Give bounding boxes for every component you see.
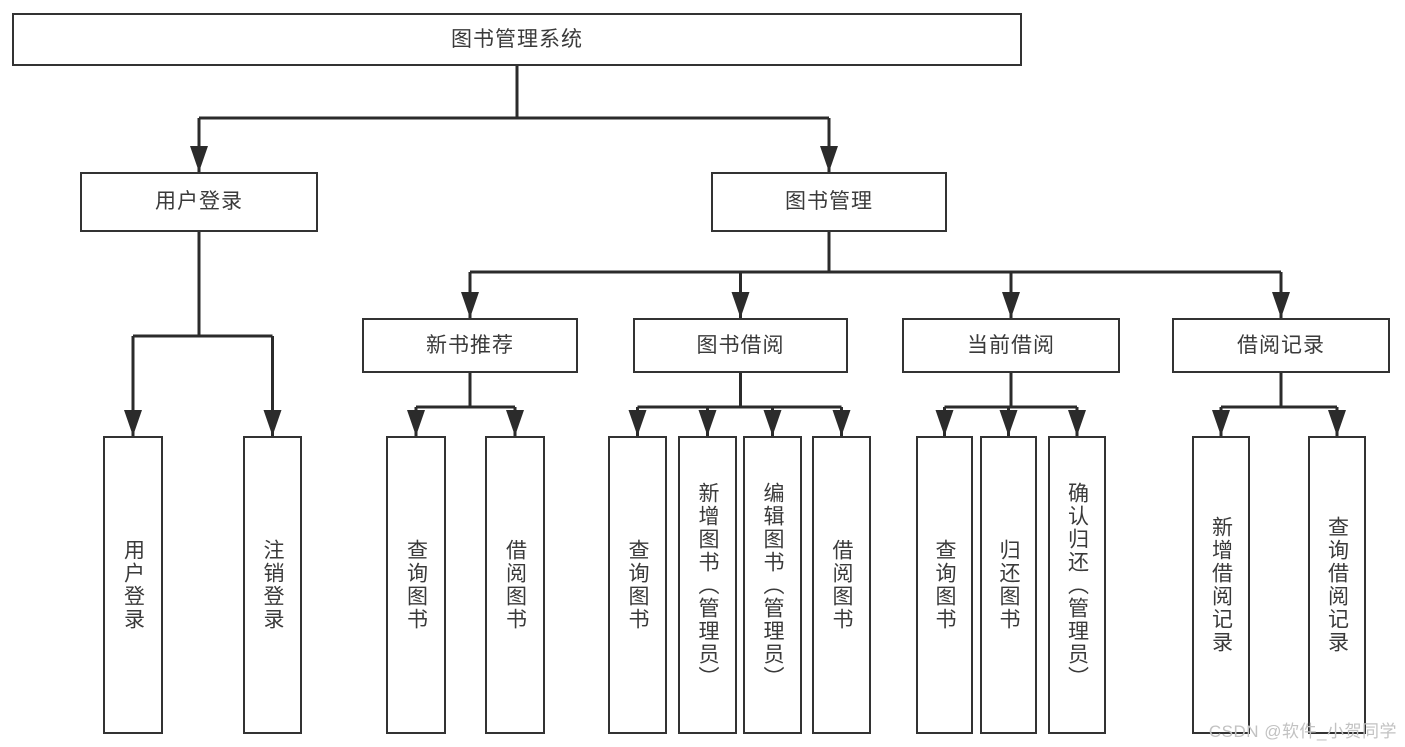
arrow-head-icon xyxy=(190,146,208,172)
arrow-head-icon xyxy=(820,146,838,172)
node-label: 借阅图书 xyxy=(503,539,527,631)
node-leaf-borrow-query-book[interactable]: 查询图书 xyxy=(608,436,667,734)
node-leaf-edit-book-admin[interactable]: 编辑图书（管理员） xyxy=(743,436,802,734)
node-new-book-rec[interactable]: 新书推荐 xyxy=(362,318,578,373)
node-label: 用户登录 xyxy=(121,539,145,631)
node-label: 注销登录 xyxy=(261,539,284,631)
arrow-head-icon xyxy=(124,410,142,436)
arrow-head-icon xyxy=(506,410,524,436)
node-label: 查询图书 xyxy=(626,539,649,631)
node-label: 借阅图书 xyxy=(830,539,853,631)
node-label: 查询图书 xyxy=(933,539,956,631)
arrow-head-icon xyxy=(731,292,750,318)
arrow-head-icon xyxy=(461,292,479,318)
arrow-head-icon xyxy=(263,410,282,436)
arrow-head-icon xyxy=(1002,292,1020,318)
node-leaf-cur-query-book[interactable]: 查询图书 xyxy=(916,436,973,734)
arrow-head-icon xyxy=(999,410,1018,436)
node-borrow-record[interactable]: 借阅记录 xyxy=(1172,318,1390,373)
watermark-text: CSDN @软件_小贺同学 xyxy=(1208,722,1397,741)
arrow-head-icon xyxy=(1272,292,1290,318)
node-label: 当前借阅 xyxy=(967,333,1055,357)
node-leaf-rec-query-book[interactable]: 查询图书 xyxy=(386,436,446,734)
node-label: 查询借阅记录 xyxy=(1325,516,1349,654)
node-leaf-add-book-admin[interactable]: 新增图书（管理员） xyxy=(678,436,737,734)
node-label: 图书管理系统 xyxy=(451,27,583,51)
arrow-head-icon xyxy=(935,410,954,436)
arrow-head-icon xyxy=(832,410,851,436)
arrow-head-icon xyxy=(1068,410,1086,436)
node-leaf-return-book[interactable]: 归还图书 xyxy=(980,436,1037,734)
node-label: 图书管理 xyxy=(785,190,873,214)
node-current-borrow[interactable]: 当前借阅 xyxy=(902,318,1120,373)
node-leaf-add-borrow-record[interactable]: 新增借阅记录 xyxy=(1192,436,1250,734)
node-label: 借阅记录 xyxy=(1237,333,1325,357)
node-leaf-rec-borrow-book[interactable]: 借阅图书 xyxy=(485,436,545,734)
node-leaf-borrow-book[interactable]: 借阅图书 xyxy=(812,436,871,734)
node-label: 确认归还（管理员） xyxy=(1065,481,1089,689)
node-label: 归还图书 xyxy=(997,539,1020,631)
node-leaf-confirm-return-admin[interactable]: 确认归还（管理员） xyxy=(1048,436,1106,734)
node-label: 新书推荐 xyxy=(426,333,514,357)
node-root[interactable]: 图书管理系统 xyxy=(12,13,1022,66)
node-label: 新增借阅记录 xyxy=(1209,516,1233,654)
node-leaf-user-login[interactable]: 用户登录 xyxy=(103,436,163,734)
node-book-borrow[interactable]: 图书借阅 xyxy=(633,318,848,373)
node-user-login[interactable]: 用户登录 xyxy=(80,172,318,232)
node-leaf-query-borrow-record[interactable]: 查询借阅记录 xyxy=(1308,436,1366,734)
arrow-head-icon xyxy=(1212,410,1230,436)
arrow-head-icon xyxy=(763,410,782,436)
node-label: 新增图书（管理员） xyxy=(696,481,719,689)
arrow-head-icon xyxy=(698,410,717,436)
node-label: 查询图书 xyxy=(404,539,428,631)
node-leaf-logout[interactable]: 注销登录 xyxy=(243,436,302,734)
arrow-head-icon xyxy=(407,410,425,436)
node-book-manage[interactable]: 图书管理 xyxy=(711,172,947,232)
arrow-head-icon xyxy=(1328,410,1346,436)
node-label: 编辑图书（管理员） xyxy=(761,481,784,689)
node-label: 用户登录 xyxy=(155,190,243,214)
node-label: 图书借阅 xyxy=(696,333,785,357)
arrow-head-icon xyxy=(628,410,647,436)
